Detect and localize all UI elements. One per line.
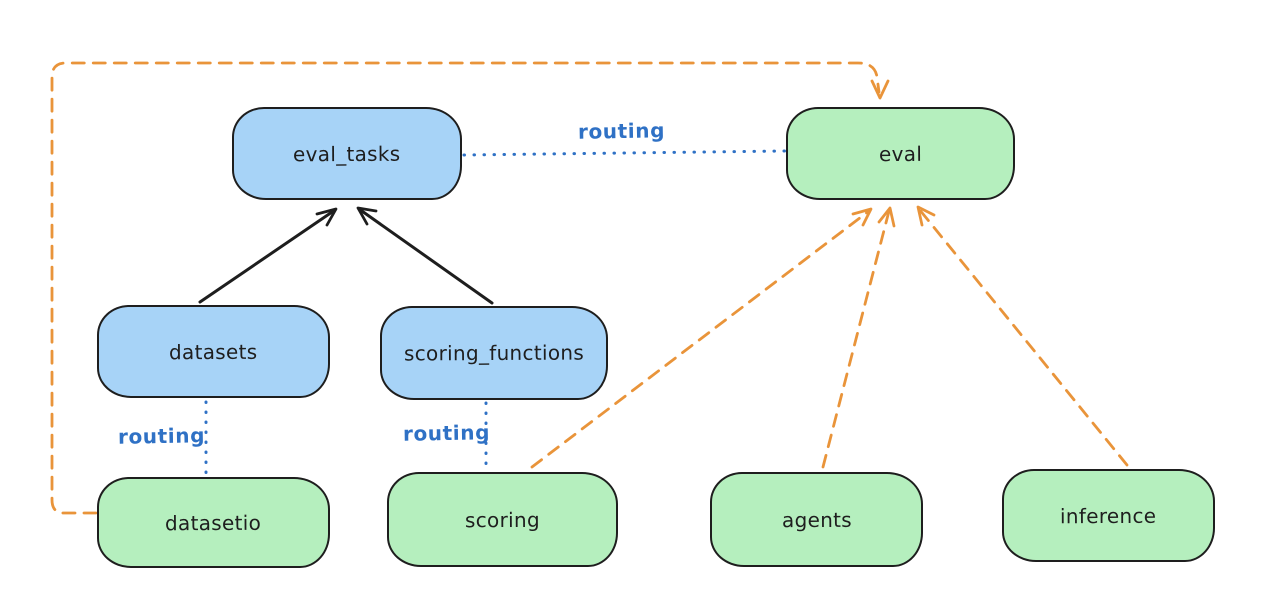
edge-label-routing-mid: routing: [402, 420, 491, 446]
node-label: eval: [878, 141, 923, 166]
edge-agents-to-eval: [821, 206, 896, 469]
node-scoring-functions: scoring_functions: [380, 306, 608, 400]
node-label: inference: [1060, 503, 1157, 528]
edge-scoring-to-eval: [530, 207, 873, 469]
node-inference: inference: [1002, 469, 1215, 562]
node-scoring: scoring: [387, 472, 618, 567]
node-label: datasetio: [165, 510, 262, 535]
node-datasets: datasets: [97, 305, 330, 398]
edge-inference-to-eval: [916, 205, 1129, 467]
edge-routing-eval-tasks-to-eval: [462, 149, 788, 157]
edge-label-routing-top: routing: [577, 118, 666, 144]
edge-datasets-to-eval-tasks: [198, 207, 338, 304]
node-label: eval_tasks: [293, 141, 401, 166]
node-label: scoring: [464, 507, 541, 532]
node-agents: agents: [710, 472, 923, 567]
node-label: scoring_functions: [403, 340, 585, 366]
edge-datasetio-to-eval-loop: [50, 61, 890, 515]
node-label: agents: [781, 507, 852, 532]
node-label: datasets: [169, 339, 258, 364]
node-datasetio: datasetio: [97, 477, 330, 568]
node-eval-tasks: eval_tasks: [232, 107, 462, 200]
edge-scoring-functions-to-eval-tasks: [356, 206, 494, 305]
edge-label-routing-left: routing: [117, 423, 206, 449]
node-eval: eval: [786, 107, 1015, 200]
